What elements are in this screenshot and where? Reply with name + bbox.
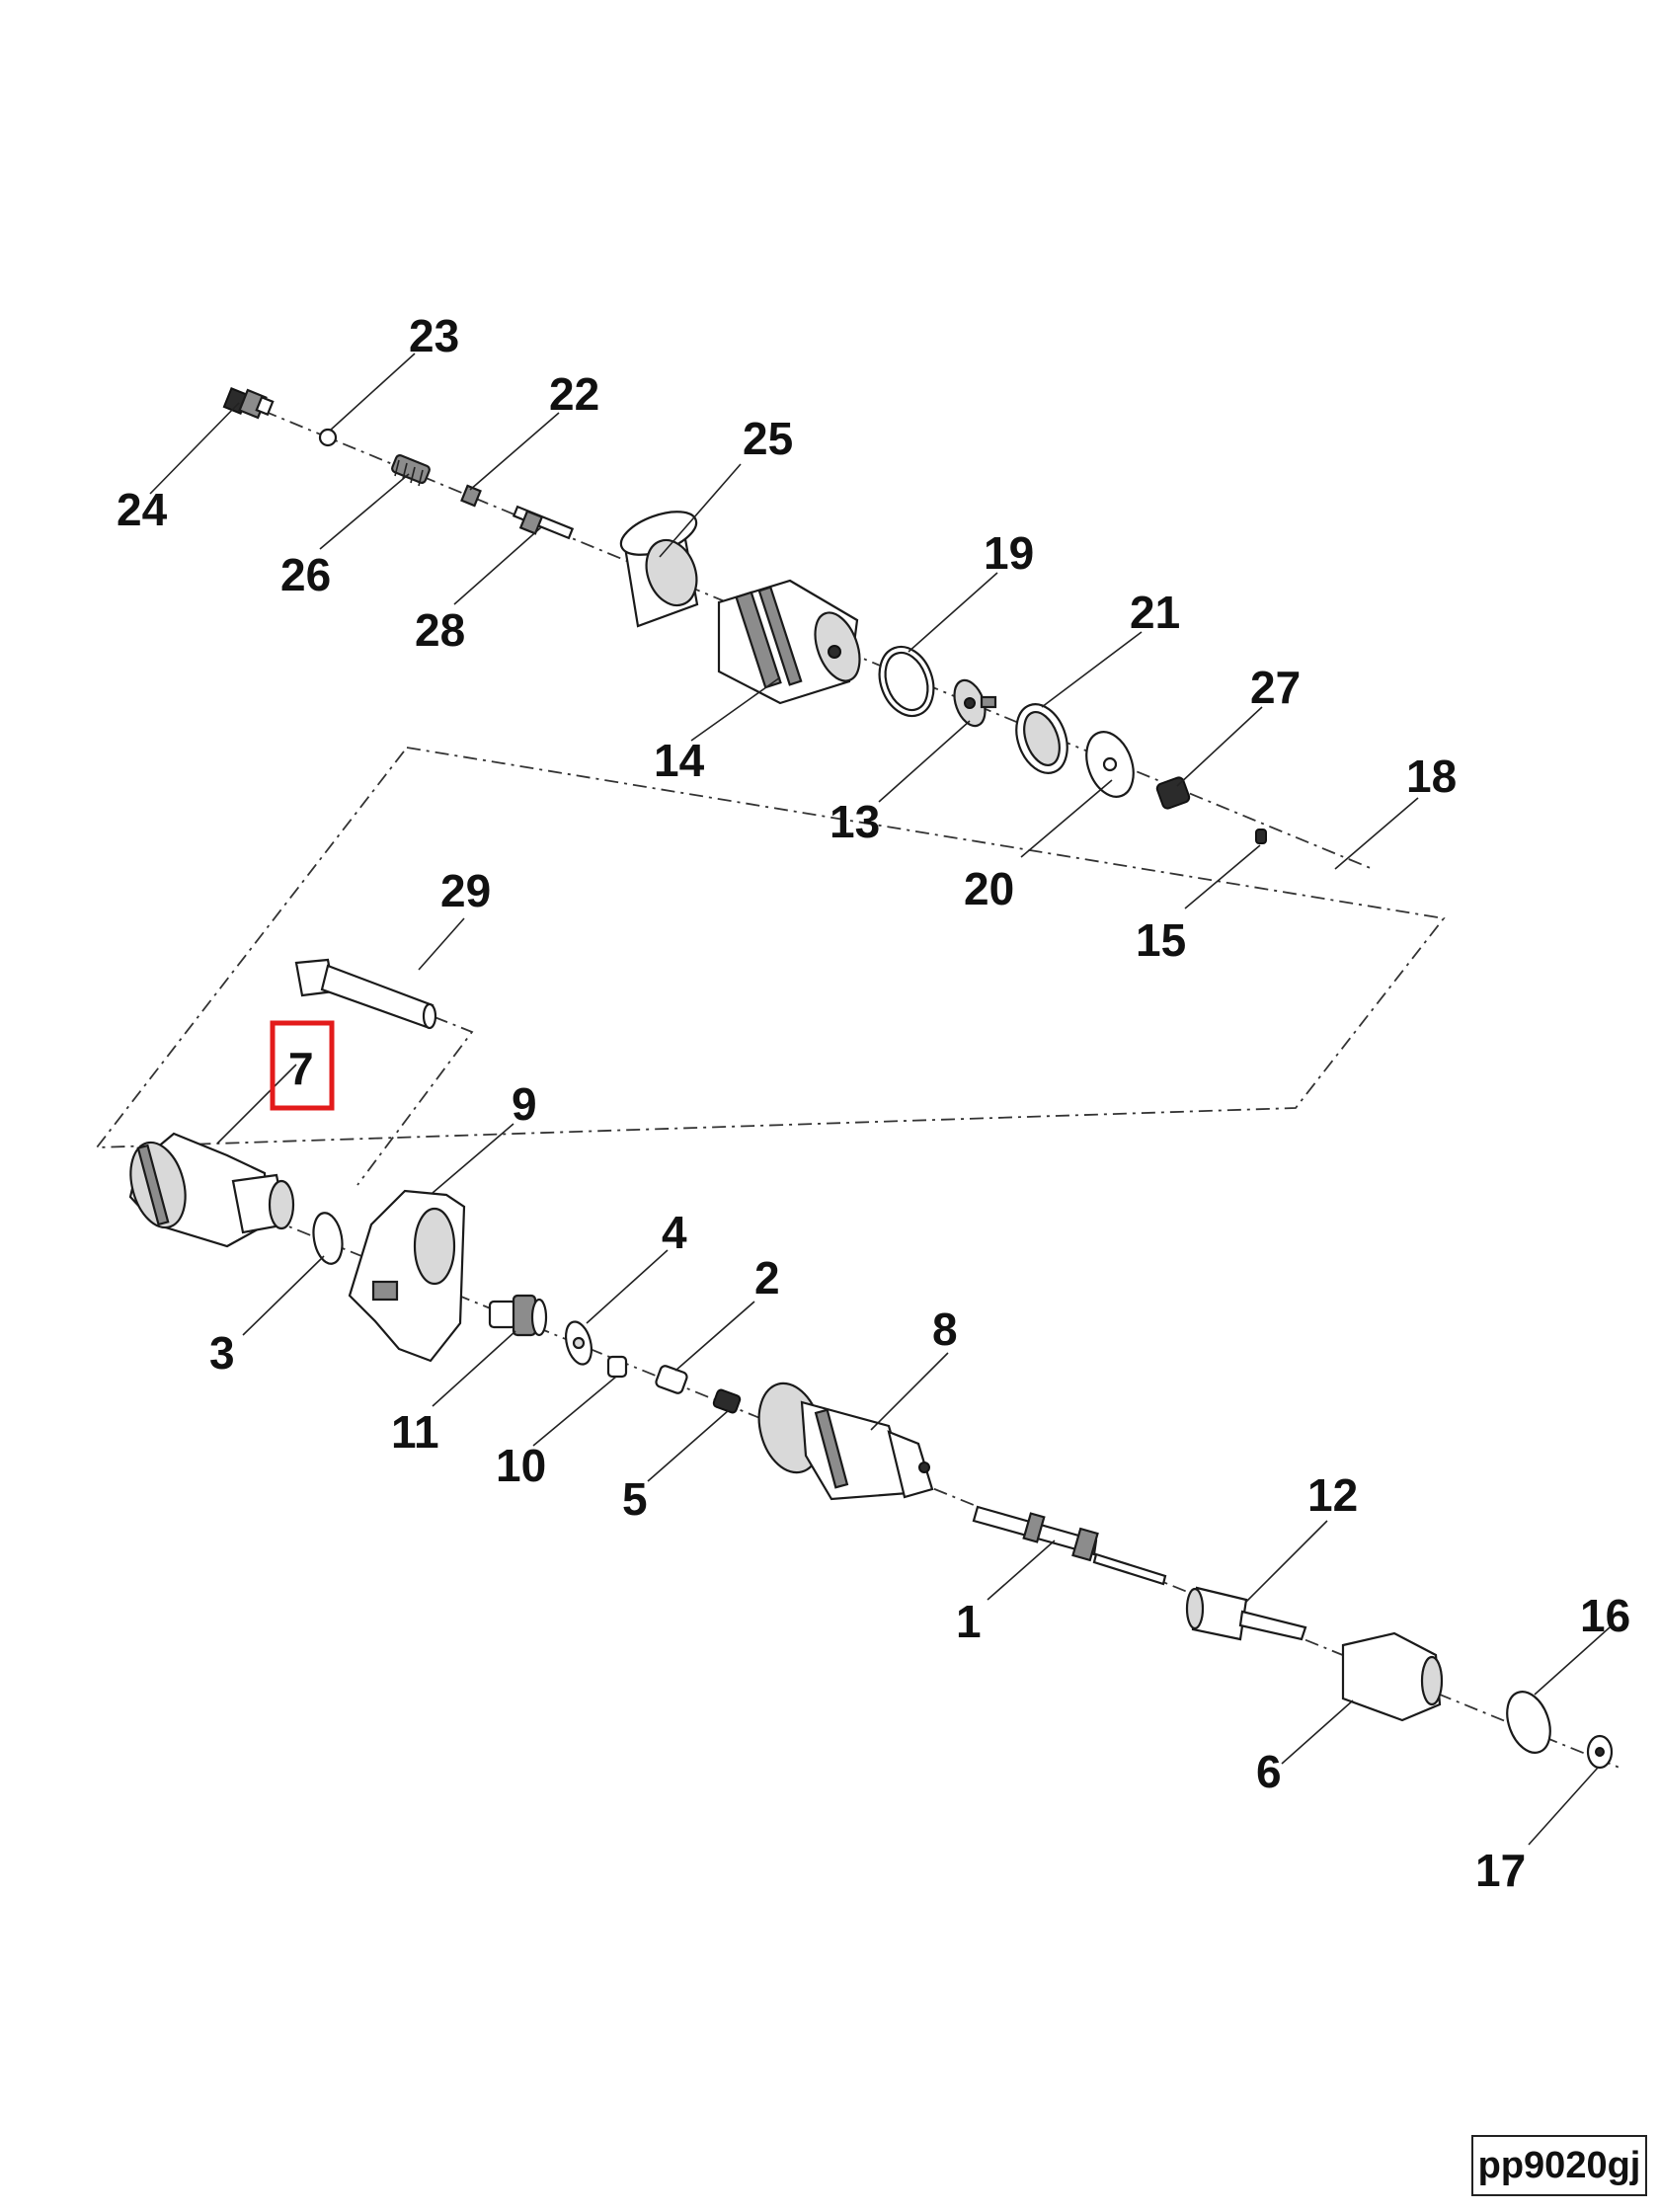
callout-labels: 23 22 24 25 26 28 19 21 14 27 13 18 20 2… <box>117 310 1630 1896</box>
callout-12[interactable]: 12 <box>1307 1469 1358 1521</box>
part-28-pin <box>512 505 575 540</box>
callout-21[interactable]: 21 <box>1130 587 1180 638</box>
upper-assembly <box>95 387 1446 1186</box>
callout-6[interactable]: 6 <box>1256 1746 1282 1797</box>
part-1-plunger <box>972 1505 1167 1586</box>
part-5-spring <box>712 1388 742 1414</box>
part-11-valve <box>488 1294 548 1337</box>
callout-5[interactable]: 5 <box>622 1473 648 1525</box>
part-15-pin <box>1255 829 1267 844</box>
part-8-body <box>757 1382 934 1501</box>
part-22-nut <box>460 484 482 508</box>
part-26-spring <box>391 454 431 487</box>
callout-8[interactable]: 8 <box>932 1304 958 1355</box>
callout-19[interactable]: 19 <box>984 527 1034 579</box>
part-25-sleeve <box>619 511 699 628</box>
lower-assembly <box>128 958 1620 1770</box>
callout-20[interactable]: 20 <box>964 863 1014 914</box>
callout-18[interactable]: 18 <box>1406 750 1457 802</box>
callout-17[interactable]: 17 <box>1475 1845 1526 1896</box>
callout-16[interactable]: 16 <box>1580 1590 1630 1641</box>
callout-2[interactable]: 2 <box>754 1252 780 1304</box>
callout-4[interactable]: 4 <box>662 1207 687 1258</box>
part-23-ball <box>318 428 338 447</box>
callout-7[interactable]: 7 <box>288 1043 314 1094</box>
callout-1[interactable]: 1 <box>956 1596 982 1647</box>
highlight-box-callout-7 <box>270 1020 335 1111</box>
part-27-spring <box>1155 776 1191 810</box>
callout-14[interactable]: 14 <box>654 735 705 786</box>
part-14-housing <box>717 579 861 705</box>
diagram-reference-code: pp9020gj <box>1471 2135 1647 2196</box>
leader-lines <box>149 353 1611 1846</box>
part-24-fitting <box>222 387 275 420</box>
part-16-oring <box>1506 1691 1551 1754</box>
part-3-oring <box>312 1212 344 1265</box>
callout-27[interactable]: 27 <box>1250 662 1301 713</box>
part-13-plate <box>953 678 997 728</box>
part-2-sleeve <box>655 1365 688 1394</box>
part-6-cap <box>1341 1631 1444 1722</box>
assembly-guide-line <box>95 747 1446 1148</box>
callout-22[interactable]: 22 <box>549 368 599 420</box>
callout-25[interactable]: 25 <box>743 413 793 464</box>
callout-3[interactable]: 3 <box>209 1327 235 1379</box>
callout-26[interactable]: 26 <box>280 549 331 600</box>
callout-24[interactable]: 24 <box>117 484 168 535</box>
callout-15[interactable]: 15 <box>1136 914 1186 966</box>
part-12-pin <box>1185 1586 1307 1641</box>
callout-10[interactable]: 10 <box>496 1440 546 1491</box>
part-7-housing <box>128 1132 295 1248</box>
callout-13[interactable]: 13 <box>830 796 880 847</box>
bolt-guide-line <box>356 1016 474 1186</box>
part-9-bracket <box>348 1189 466 1363</box>
callout-11[interactable]: 11 <box>391 1406 439 1458</box>
callout-9[interactable]: 9 <box>512 1078 537 1130</box>
callout-29[interactable]: 29 <box>440 865 491 916</box>
part-29-bolt <box>294 958 437 1030</box>
part-10-seat <box>606 1355 628 1379</box>
callout-28[interactable]: 28 <box>415 604 465 656</box>
callout-23[interactable]: 23 <box>409 310 459 361</box>
